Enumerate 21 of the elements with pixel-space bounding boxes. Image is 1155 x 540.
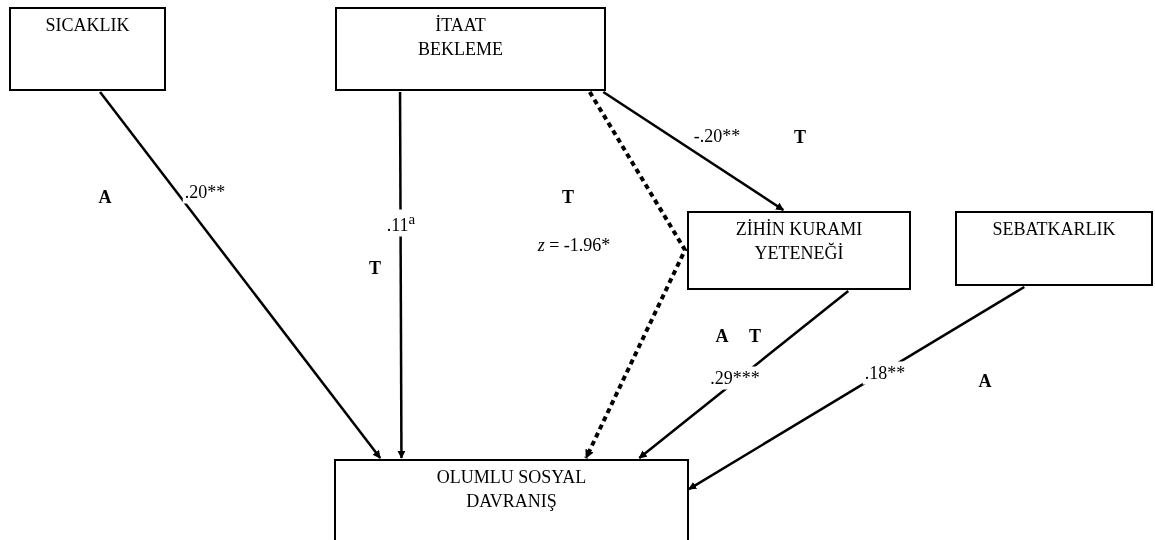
path-marker-label: T	[369, 257, 381, 279]
path-marker-label: A	[715, 325, 729, 347]
dotted-arrow	[584, 90, 688, 459]
arrow	[99, 91, 382, 459]
path-marker-label: A	[978, 370, 992, 392]
node-label: SEBATKARLIK	[992, 218, 1116, 241]
path-marker-label: A	[98, 186, 112, 208]
edge-label: .11$^{a}$	[384, 209, 418, 237]
path-marker-label: T	[562, 186, 574, 208]
node-label: OLUMLU SOSYAL DAVRANIŞ	[435, 466, 588, 513]
arrow	[602, 90, 784, 212]
edge-label: .18**	[862, 361, 908, 385]
arrow	[397, 92, 406, 459]
path-marker-label: T	[749, 325, 761, 347]
edge-label: .29***	[708, 366, 762, 390]
path-marker-label: T	[794, 126, 806, 148]
arrow	[688, 285, 1025, 491]
node-label: SICAKLIK	[45, 14, 130, 37]
node-label: ZİHİN KURAMI YETENEĞİ	[734, 218, 864, 265]
node-label: İTAAT BEKLEME	[417, 14, 504, 61]
arrow	[638, 290, 850, 459]
